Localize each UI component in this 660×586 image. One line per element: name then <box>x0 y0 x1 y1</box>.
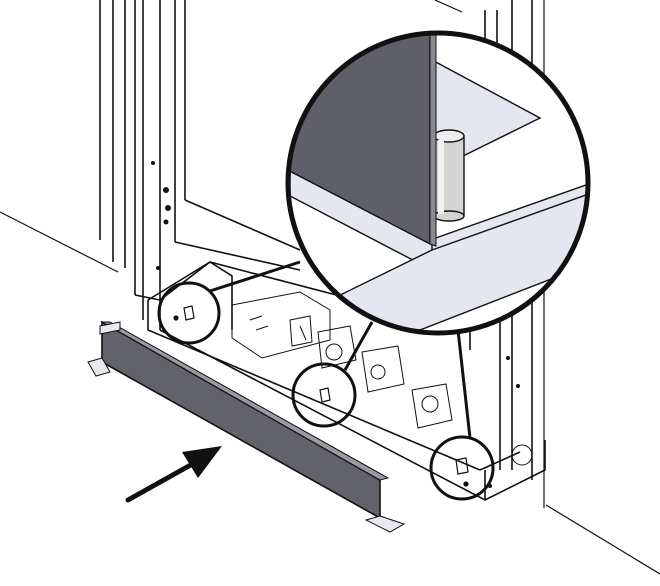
magnifier-callout-icon <box>285 30 591 336</box>
kick-panel <box>87 320 406 533</box>
foot-callouts <box>157 281 495 501</box>
cabinet-base <box>147 261 546 501</box>
callout-leader-lines <box>209 260 472 439</box>
foot-callout-center <box>291 362 357 428</box>
foot-pegs <box>173 305 469 487</box>
frame-fasteners <box>151 161 520 488</box>
foot-callout-right <box>429 435 495 501</box>
direction-arrow-icon <box>125 446 222 503</box>
base-components <box>231 291 533 466</box>
foot-callout-left <box>157 281 221 345</box>
